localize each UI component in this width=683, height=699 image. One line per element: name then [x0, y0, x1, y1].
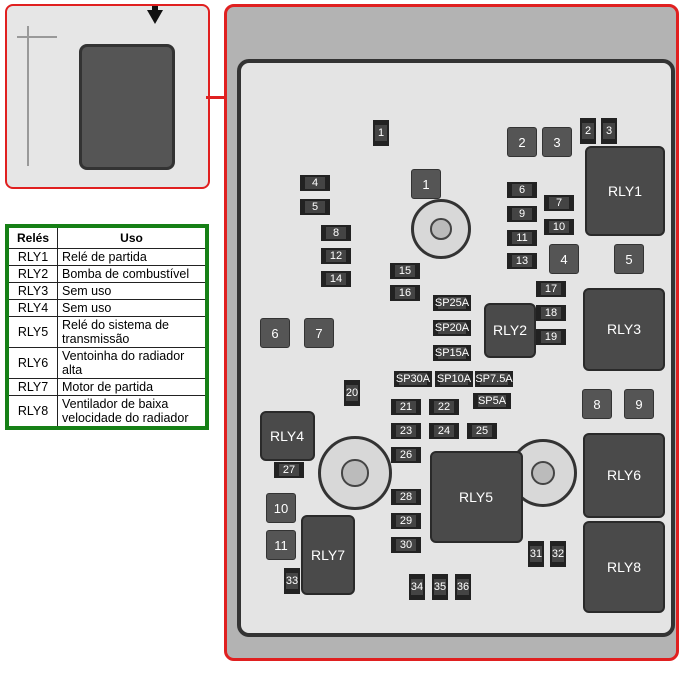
fuse-block: 9 [624, 389, 654, 419]
fuse: 9 [507, 206, 537, 222]
fuse-block: 8 [582, 389, 612, 419]
relay: RLY4 [259, 411, 315, 461]
relay: RLY7 [301, 515, 355, 595]
fuse: 5 [300, 199, 330, 215]
relay: RLY3 [583, 287, 665, 371]
relay-id: RLY7 [6, 378, 58, 396]
fuse: 24 [429, 423, 459, 439]
fuse: 1 [373, 120, 389, 146]
fuse: SP20A [433, 320, 471, 336]
arrow-down-icon [147, 6, 163, 24]
fuse-block: 7 [304, 318, 334, 348]
fuse: 30 [391, 537, 421, 553]
fuse-block: 1 [411, 169, 441, 199]
fuse: 10 [544, 219, 574, 235]
fuse: 13 [507, 253, 537, 269]
header-reles: Relés [6, 225, 58, 249]
header-uso: Uso [57, 225, 208, 249]
relay-id: RLY2 [6, 265, 58, 283]
fuse-block: 3 [542, 127, 572, 157]
relay-use: Ventoinha do radiador alta [57, 347, 208, 379]
relay-use: Relé de partida [57, 248, 208, 266]
fuse: SP7.5A [475, 371, 513, 387]
relay-id: RLY6 [6, 347, 58, 379]
fuse: 33 [284, 568, 300, 594]
connector-line [206, 96, 224, 99]
fuse: 19 [536, 329, 566, 345]
fuse-block: 11 [266, 530, 296, 560]
fuse: SP5A [473, 393, 511, 409]
fuse-box-location [79, 44, 175, 170]
relay-use: Ventilador de baixa velocidade do radiad… [57, 395, 208, 429]
relay: RLY8 [583, 521, 665, 613]
fuse: 21 [391, 399, 421, 415]
fuse: 20 [344, 380, 360, 406]
fuse: 25 [467, 423, 497, 439]
relay-use: Sem uso [57, 299, 208, 317]
fuse: 6 [507, 182, 537, 198]
fuse: SP25A [433, 295, 471, 311]
fuse: 18 [536, 305, 566, 321]
fuse: 2 [580, 118, 596, 144]
relay-use: Sem uso [57, 282, 208, 300]
fuse: 16 [390, 285, 420, 301]
relay-id: RLY4 [6, 299, 58, 317]
fuse: 14 [321, 271, 351, 287]
fuse: 4 [300, 175, 330, 191]
fuse: 29 [391, 513, 421, 529]
fuse-block: 4 [549, 244, 579, 274]
relay-use: Motor de partida [57, 378, 208, 396]
fuse: SP15A [433, 345, 471, 361]
relay: RLY6 [583, 432, 665, 518]
relay-id: RLY5 [6, 316, 58, 348]
relay-id: RLY3 [6, 282, 58, 300]
relay-use: Bomba de combustível [57, 265, 208, 283]
fuse: SP10A [435, 371, 473, 387]
fuse: 22 [429, 399, 459, 415]
relay: RLY1 [585, 146, 665, 236]
fuse: 8 [321, 225, 351, 241]
fuse: 35 [432, 574, 448, 600]
relay-id: RLY8 [6, 395, 58, 429]
fuse-block: 6 [260, 318, 290, 348]
fuse: 31 [528, 541, 544, 567]
fuse: 17 [536, 281, 566, 297]
location-thumbnail [5, 4, 210, 189]
fuse: 11 [507, 230, 537, 246]
relay-id: RLY1 [6, 248, 58, 266]
fuse-block: 10 [266, 493, 296, 523]
bolt-icon [318, 436, 392, 510]
fuse: 32 [550, 541, 566, 567]
fuse: 7 [544, 195, 574, 211]
fuse: 3 [601, 118, 617, 144]
fuse: 26 [391, 447, 421, 463]
fuse: SP30A [394, 371, 432, 387]
fuse: 27 [274, 462, 304, 478]
relay-use: Relé do sistema de transmissão [57, 316, 208, 348]
fuse-block: 2 [507, 127, 537, 157]
relay: RLY5 [429, 451, 523, 543]
relay: RLY2 [484, 302, 536, 358]
fuse: 23 [391, 423, 421, 439]
fuse: 12 [321, 248, 351, 264]
fuse: 15 [390, 263, 420, 279]
fuse-block: 5 [614, 244, 644, 274]
fuse: 28 [391, 489, 421, 505]
bolt-icon [411, 199, 471, 259]
fuse: 34 [409, 574, 425, 600]
fuse: 36 [455, 574, 471, 600]
